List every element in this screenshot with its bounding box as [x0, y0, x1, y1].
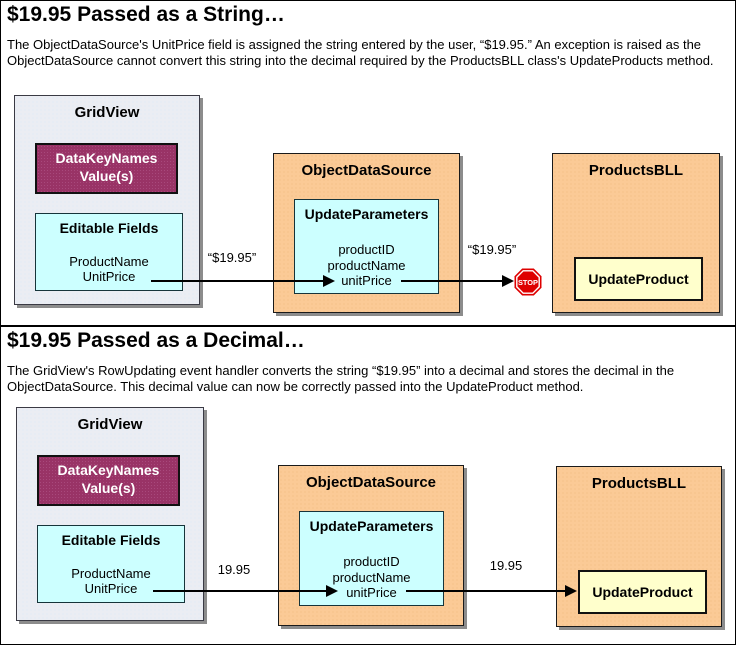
arrow-line: [406, 590, 565, 592]
param-productid: productID: [343, 554, 400, 569]
param-unitprice: unitPrice: [346, 585, 397, 600]
section-string-panel: $19.95 Passed as a String… The ObjectDat…: [0, 0, 736, 326]
objectdatasource-box: ObjectDataSource UpdateParameters produc…: [278, 465, 464, 626]
updateproduct-box: UpdateProduct: [574, 257, 703, 301]
datakeynames-line1: DataKeyNames: [55, 150, 158, 166]
arrowhead-icon: [565, 585, 577, 597]
arrow2-label: “$19.95”: [467, 242, 517, 257]
updateproduct-box: UpdateProduct: [578, 570, 707, 614]
arrow-gridview-to-objectdatasource: [151, 275, 335, 287]
objectdatasource-title: ObjectDataSource: [305, 474, 437, 491]
page-title: $19.95 Passed as a Decimal…: [7, 329, 305, 352]
panel-description: The GridView's RowUpdating event handler…: [7, 363, 675, 394]
editable-fields-title: Editable Fields: [61, 532, 161, 548]
arrow1-label: 19.95: [217, 562, 251, 577]
productsbll-title: ProductsBLL: [591, 475, 687, 492]
arrowhead-icon: [323, 275, 335, 287]
page-title: $19.95 Passed as a String…: [7, 3, 285, 26]
objectdatasource-box: ObjectDataSource UpdateParameters produc…: [273, 153, 460, 313]
arrow-objectdatasource-to-stop: [401, 275, 514, 287]
datakeynames-line2: Value(s): [81, 480, 136, 496]
arrow2-label: 19.95: [489, 558, 523, 573]
field-unitprice: UnitPrice: [82, 269, 136, 284]
arrow-gridview-to-objectdatasource: [153, 585, 338, 597]
param-productname: productName: [327, 257, 406, 273]
arrow-objectdatasource-to-updateproduct: [406, 585, 577, 597]
arrow-line: [153, 590, 326, 592]
field-productname: ProductName: [71, 566, 151, 581]
objectdatasource-title: ObjectDataSource: [301, 162, 432, 179]
editable-fields-box: Editable Fields ProductName UnitPrice: [35, 213, 183, 291]
stop-icon: STOP: [514, 268, 542, 301]
arrow-line: [401, 280, 502, 282]
gridview-box: GridView DataKeyNames Value(s) Editable …: [16, 407, 204, 621]
param-productname: productName: [332, 569, 411, 585]
section-decimal-panel: $19.95 Passed as a Decimal… The GridView…: [0, 326, 736, 645]
datakeynames-box: DataKeyNames Value(s): [37, 455, 180, 506]
stop-label: STOP: [518, 278, 538, 287]
productsbll-box: ProductsBLL UpdateProduct: [556, 466, 722, 627]
panel-description: The ObjectDataSource's UnitPrice field i…: [7, 37, 714, 68]
arrowhead-icon: [502, 275, 514, 287]
field-productname: ProductName: [69, 254, 149, 269]
editable-fields-title: Editable Fields: [59, 220, 159, 236]
param-productid: productID: [338, 242, 395, 257]
datakeynames-box: DataKeyNames Value(s): [35, 143, 178, 194]
updateparameters-title: UpdateParameters: [304, 206, 429, 222]
arrow1-label: “$19.95”: [207, 250, 257, 265]
productsbll-box: ProductsBLL UpdateProduct: [552, 153, 720, 313]
gridview-title: GridView: [77, 416, 143, 433]
arrow-line: [151, 280, 323, 282]
datakeynames-line2: Value(s): [79, 168, 134, 184]
param-unitprice: unitPrice: [341, 273, 392, 288]
arrowhead-icon: [326, 585, 338, 597]
gridview-title: GridView: [74, 104, 140, 121]
datakeynames-line1: DataKeyNames: [57, 462, 160, 478]
gridview-box: GridView DataKeyNames Value(s) Editable …: [14, 95, 200, 305]
field-unitprice: UnitPrice: [84, 581, 138, 596]
updateparameters-box: UpdateParameters productID productName u…: [294, 199, 439, 294]
updateparameters-title: UpdateParameters: [309, 518, 434, 534]
productsbll-title: ProductsBLL: [588, 162, 684, 179]
